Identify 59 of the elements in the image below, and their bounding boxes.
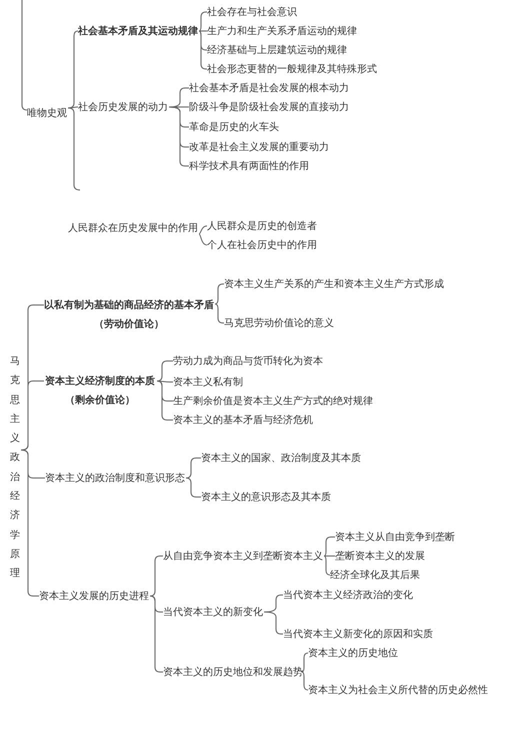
connector-line	[324, 536, 336, 556]
branch-label: 资本主义经济制度的本质（剩余价值论）	[44, 372, 156, 410]
topic-label: 生产剩余价值是资本主义生产方式的绝对规律	[173, 394, 373, 408]
connector-line	[20, 380, 44, 450]
topic-label: 科学技术具有两面性的作用	[189, 160, 309, 172]
topic-label: 改革是社会主义发展的重要动力	[189, 140, 329, 154]
connector-line	[302, 652, 308, 672]
topic-label: 社会历史发展的动力	[78, 100, 168, 114]
topic-label: 资本主义发展的历史进程	[39, 590, 149, 602]
topic-label: 阶级斗争是阶级社会发展的直接动力	[189, 100, 349, 114]
connector-line	[302, 672, 308, 690]
topic-label: 唯物史观	[27, 106, 67, 120]
topic-label: 垄断资本主义的发展	[335, 550, 425, 562]
topic-label: 劳动力成为商品与货币转化为资本	[173, 354, 323, 368]
connector-line	[324, 556, 330, 576]
connector-line	[264, 612, 284, 634]
topic-label: 社会存在与社会意识	[207, 6, 297, 18]
connector-line	[198, 30, 208, 32]
connector-line	[68, 30, 78, 108]
topic-label: 社会形态更替的一般规律及其特殊形式	[207, 62, 377, 76]
connector-line	[214, 284, 224, 304]
topic-label: 资本主义的历史地位和发展趋势	[163, 666, 303, 678]
topic-label: 经济全球化及其后果	[330, 568, 420, 582]
topic-label: 资本主义的意识形态及其本质	[201, 490, 331, 504]
connector-line	[198, 30, 208, 70]
connector-line	[198, 12, 208, 32]
topic-label: 资本主义的历史地位	[308, 646, 398, 660]
topic-label: 经济基础与上层建筑运动的规律	[207, 44, 347, 56]
topic-label: 资本主义生产关系的产生和资本主义生产方式形成	[224, 278, 444, 290]
connector-line	[22, 0, 28, 110]
topic-label: 当代资本主义的新变化	[163, 606, 263, 618]
topic-label: 当代资本主义新变化的原因和实质	[283, 628, 433, 640]
topic-label: 生产力和生产关系矛盾运动的规律	[207, 24, 357, 38]
topic-label: 人民群众在历史发展中的作用	[68, 222, 198, 234]
connector-line	[68, 106, 78, 108]
vertical-title: 马克思主义政治经济学原理	[10, 352, 20, 584]
topic-label: 个人在社会历史中的作用	[207, 238, 317, 252]
connector-line	[198, 226, 208, 234]
topic-label: 革命是历史的火车头	[189, 120, 279, 134]
branch-label: 以私有制为基础的商品经济的基本矛盾（劳动价值论）	[44, 296, 214, 334]
topic-label: 社会基本矛盾是社会发展的根本动力	[189, 82, 349, 94]
topic-label: 马克思劳动价值论的意义	[224, 316, 334, 330]
branch-label: 社会基本矛盾及其运动规律	[78, 24, 198, 38]
connector-line	[156, 380, 174, 420]
topic-label: 当代资本主义经济政治的变化	[283, 588, 413, 602]
topic-label: 资本主义的基本矛盾与经济危机	[173, 414, 313, 426]
topic-label: 资本主义从自由竞争到垄断	[335, 530, 455, 544]
topic-label: 资本主义为社会主义所代替的历史必然性	[308, 684, 488, 696]
topic-label: 人民群众是历史的创造者	[207, 220, 317, 232]
connector-line	[214, 304, 224, 324]
topic-label: 资本主义私有制	[173, 376, 243, 388]
connector-line	[168, 106, 190, 166]
topic-label: 资本主义的国家、政治制度及其本质	[201, 452, 361, 464]
connector-line	[198, 234, 208, 246]
topic-label: 从自由竞争资本主义到垄断资本主义	[163, 550, 323, 562]
topic-label: 资本主义的政治制度和意识形态	[45, 472, 185, 484]
connector-line	[156, 360, 174, 382]
connector-line	[68, 108, 80, 190]
connector-line	[156, 380, 174, 382]
